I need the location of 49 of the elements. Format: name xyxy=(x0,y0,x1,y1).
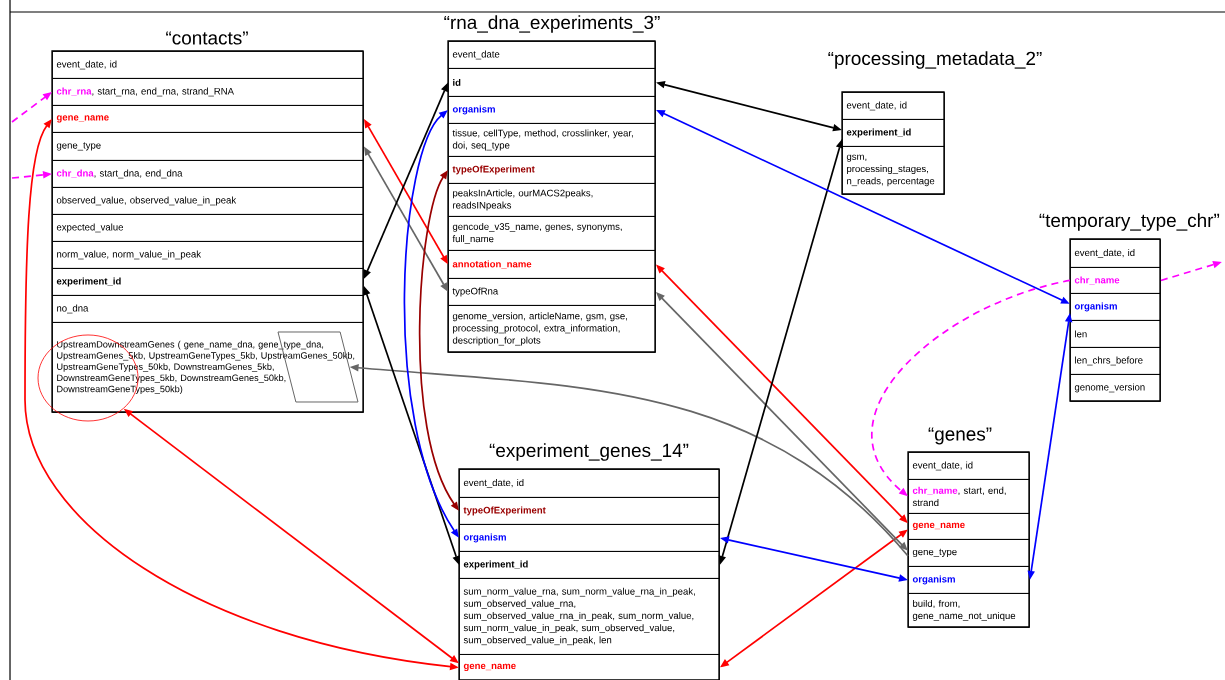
table-row: annotation_name xyxy=(448,250,656,279)
table-row: gene_name xyxy=(908,513,1030,540)
table-row: typeOfExperiment xyxy=(448,156,656,184)
table-row: genome_version, articleName, gsm, gse, processing_protocol, extra_information, description_for_plots xyxy=(448,305,656,353)
table-title: “rna_dna_experiments_3” xyxy=(444,15,660,33)
table-row: event_date xyxy=(448,41,656,69)
table-row: norm_value, norm_value_in_peak xyxy=(52,241,364,269)
table-row: UpstreamDownstreamGenes ( gene_name_dna, gene_type_dna, UpstreamGenes_5kb, UpstreamGeneTypes_5kb, UpstreamGenes_50kb, UpstreamGeneTypes_50kb, DownstreamGenes_5kb, DownstreamGeneTypes_5kb, DownstreamGenes_50kb, DownstreamGeneTypes_50kb) xyxy=(52,322,364,413)
table-row: event_date, id xyxy=(1070,239,1161,268)
table-row: peaksInArticle, ourMACS2peaks, readsINpeaks xyxy=(448,183,656,217)
table-row: build, from, gene_name_not_unique xyxy=(908,593,1030,628)
table-row: chr_dna, start_dna, end_dna xyxy=(52,160,364,188)
table-row: len xyxy=(1070,320,1161,348)
table-row: chr_rna, start_rna, end_rna, strand_RNA xyxy=(52,78,364,106)
table-row: gene_name xyxy=(459,654,720,680)
table-title: “genes” xyxy=(928,427,992,445)
table-row: organism xyxy=(908,566,1030,594)
table-row: event_date, id xyxy=(52,51,364,79)
table-row: gene_type xyxy=(908,539,1030,567)
table-row: len_chrs_before xyxy=(1070,347,1161,375)
table-row: experiment_id xyxy=(52,268,364,296)
table-row: no_dna xyxy=(52,295,364,323)
table-row: organism xyxy=(1070,293,1161,321)
table-title: “temporary_type_chr” xyxy=(1039,213,1220,231)
table-row: sum_norm_value_rna, sum_norm_value_rna_in_peak, sum_observed_value_rna, sum_observed_value_rna_in_peak, sum_norm_value, sum_norm_value_in_peak, sum_observed_value, sum_observed_value_in_peak, len xyxy=(459,578,720,655)
table-row: typeOfRna xyxy=(448,278,656,306)
table-title: “contacts” xyxy=(166,31,248,45)
table-row: organism xyxy=(459,524,720,552)
table-row: event_date, id xyxy=(459,469,720,498)
table-row: gene_type xyxy=(52,132,364,161)
table-row: typeOfExperiment xyxy=(459,497,720,525)
table-row: gsm, processing_stages, n_reads, percentage xyxy=(842,146,945,195)
table-row: gencode_v35_name, genes, synonyms, full_name xyxy=(448,216,656,251)
table-row: event_date, id xyxy=(842,92,945,120)
table-row: genome_version xyxy=(1070,374,1161,402)
table-row: organism xyxy=(448,96,656,124)
table-row: tissue, cellType, method, crosslinker, year, doi, seq_type xyxy=(448,123,656,157)
table-row: observed_value, observed_value_in_peak xyxy=(52,187,364,215)
table-row: experiment_id xyxy=(459,551,720,579)
table-row: experiment_id xyxy=(842,119,945,147)
table-title: “experiment_genes_14” xyxy=(489,443,689,461)
arrow xyxy=(656,292,908,551)
table-row: chr_name, start, end, strand xyxy=(908,479,1030,514)
table-row: chr_name xyxy=(1070,267,1161,294)
table-row: event_date, id xyxy=(908,452,1030,480)
table-row: id xyxy=(448,68,656,97)
table-title: “processing_metadata_2” xyxy=(828,51,1042,69)
table-row: gene_name xyxy=(52,105,364,133)
table-row: expected_value xyxy=(52,214,364,242)
